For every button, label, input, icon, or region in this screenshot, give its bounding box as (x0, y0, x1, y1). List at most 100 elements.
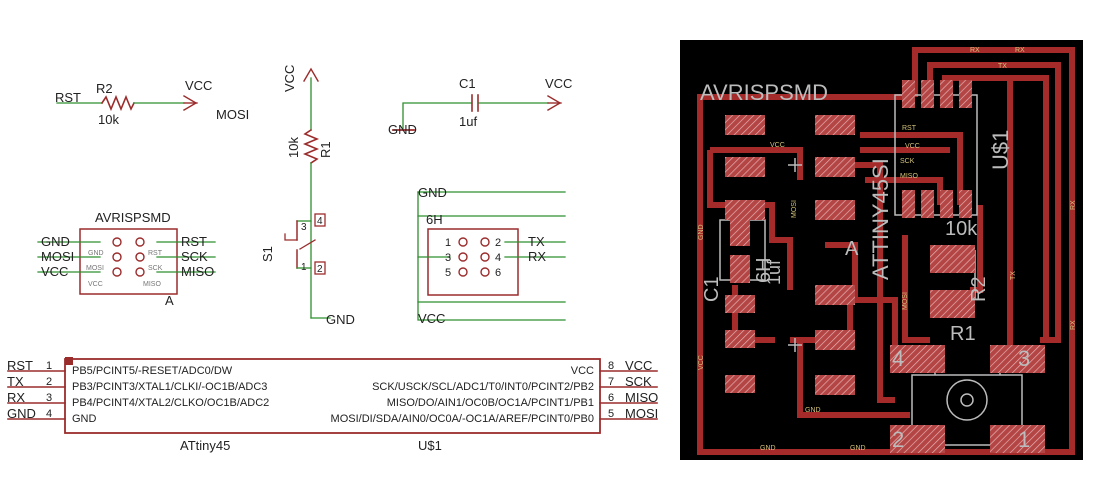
attiny-pin8-num: 8 (608, 360, 614, 372)
board-pad-u1-6 (940, 80, 953, 108)
attiny-func-pin3: PB4/PCINT4/XTAL2/CLKO/OC1B/ADC2 (72, 397, 269, 409)
attiny-func-pin5: MOSI/DI/SDA/AIN0/OC0A/-OC1A/AREF/PCINT0/… (331, 413, 594, 425)
board-net-rx-top-b: RX (1015, 47, 1025, 54)
r1-vcc-arrow (303, 67, 319, 82)
board-pad-avrisp-6 (815, 200, 855, 220)
board-pad-sw-4 (890, 345, 945, 373)
board-ref-r2: R2 (968, 276, 990, 302)
board-ref-c1: C1 (701, 276, 723, 302)
attiny-left-net-tx: TX (7, 374, 24, 389)
r2-value: 10k (98, 112, 119, 127)
avrisp-name: A (165, 293, 174, 308)
board-pad-u1-3 (940, 190, 953, 218)
avrisp-title: AVRISPSMD (95, 210, 171, 225)
board-pad-c1-2 (730, 255, 750, 283)
r2-resistor-symbol (100, 94, 136, 112)
s1-actuator (284, 233, 298, 241)
avrisp-pin-miso (135, 267, 145, 277)
header6h-pin5 (458, 267, 468, 277)
board-pad-sw-1 (990, 425, 1045, 453)
header6h-pin1 (458, 237, 468, 247)
board-pad-avrisp-5 (725, 200, 765, 220)
r1-resistor-symbol (302, 128, 320, 165)
header6h-vcc-wire (417, 215, 566, 321)
board-ref-1uf: 1uf (764, 259, 784, 285)
avrisp-left-net-vcc: VCC (41, 264, 68, 279)
board-silk-switch-center (960, 393, 974, 407)
board-net-vcc-left: VCC (770, 142, 785, 149)
board-net-mosi-b: MOSI (902, 292, 909, 310)
board-trace-outer-loop (697, 47, 1075, 455)
avrisp-left-net-gnd: GND (41, 234, 70, 249)
pcb-board-layout: AVRISPSMD ATTINY45SI U$1 A 6H 1uf C1 10k… (680, 40, 1083, 460)
avrisp-pin-vcc (112, 267, 122, 277)
s1-pin4-box (314, 213, 326, 227)
avrisp-inner-sck: SCK (148, 265, 163, 272)
attiny-func-pin8: VCC (571, 365, 594, 377)
board-ref-a: A (845, 238, 859, 260)
board-pad-6h-4 (815, 330, 855, 350)
attiny-pin1-num: 1 (46, 360, 52, 372)
header6h-pin3 (458, 252, 468, 262)
board-pad-c1-1 (730, 218, 750, 246)
board-pad-u1-8 (902, 80, 915, 108)
c1-name: C1 (459, 76, 476, 91)
board-net-gnd-bottom-c: GND (805, 407, 821, 414)
board-pad-avrisp-2 (815, 115, 855, 135)
s1-name: S1 (260, 246, 275, 262)
board-net-miso: MISO (900, 173, 918, 180)
board-trace-r1 (902, 235, 930, 343)
board-net-mosi-a: MOSI (791, 200, 798, 218)
avrisp-left-net-mosi: MOSI (41, 249, 74, 264)
attiny-outline (64, 358, 601, 434)
board-trace-switch (877, 235, 895, 403)
attiny-left-net-rst: RST (7, 358, 33, 373)
header6h-pin2 (480, 237, 490, 247)
header6h-pin6 (480, 267, 490, 277)
board-chip-ref: U$1 (988, 130, 1013, 170)
board-pad-6h-1 (725, 295, 755, 313)
board-pad-avrisp-1 (725, 115, 765, 135)
attiny-right-net-vcc: VCC (625, 358, 652, 373)
board-pad-r2-2 (930, 290, 975, 318)
board-silk-switch (911, 374, 1023, 446)
board-net-gnd-left: GND (698, 224, 705, 240)
board-pad-u1-7 (921, 80, 934, 108)
header6h-vcc: VCC (418, 311, 445, 326)
board-trace-gnd-bottom (797, 340, 910, 418)
avrisp-right-net-miso: MISO (181, 264, 214, 279)
board-pad-u1-5 (959, 80, 972, 108)
r2-left-net: RST (55, 90, 81, 105)
board-net-gnd-bottom-a: GND (760, 445, 776, 452)
avrisp-pin-mosi (112, 252, 122, 262)
board-net-rx-top-a: RX (970, 47, 980, 54)
board-net-vcc-chip: VCC (905, 143, 920, 150)
s1-pin1-label: 1 (301, 262, 307, 273)
r2-supply: VCC (185, 78, 212, 93)
s1-pin2-box (314, 261, 326, 275)
c1-supply: VCC (545, 76, 572, 91)
attiny-left-net-gnd: GND (7, 406, 36, 421)
r1-ground: GND (326, 312, 355, 327)
header6h-pin6-num: 6 (495, 267, 501, 279)
header6h-outline (427, 228, 519, 296)
attiny-pin4-num: 4 (46, 408, 52, 420)
avrisp-inner-mosi: MOSI (86, 265, 104, 272)
avrisp-inner-miso: MISO (143, 281, 161, 288)
board-pad-u1-1 (902, 190, 915, 218)
attiny-right-net-mosi: MOSI (625, 406, 658, 421)
attiny-pin5-num: 5 (608, 408, 614, 420)
board-chip-label: ATTINY45SI (868, 158, 893, 280)
r1-value: 10k (286, 137, 301, 158)
header6h-pin2-num: 2 (495, 237, 501, 249)
board-pad-avrisp-4 (815, 157, 855, 177)
board-sw-pad-3: 3 (1018, 346, 1030, 371)
board-net-rst: RST (902, 125, 917, 132)
avrisp-inner-gnd: GND (88, 250, 104, 257)
board-pad-u1-2 (921, 190, 934, 218)
attiny-pin3-num: 3 (46, 392, 52, 404)
header6h-gnd: GND (418, 185, 447, 200)
attiny-name: U$1 (418, 438, 442, 453)
c1-value: 1uf (459, 114, 477, 129)
attiny-part: ATtiny45 (180, 438, 230, 453)
